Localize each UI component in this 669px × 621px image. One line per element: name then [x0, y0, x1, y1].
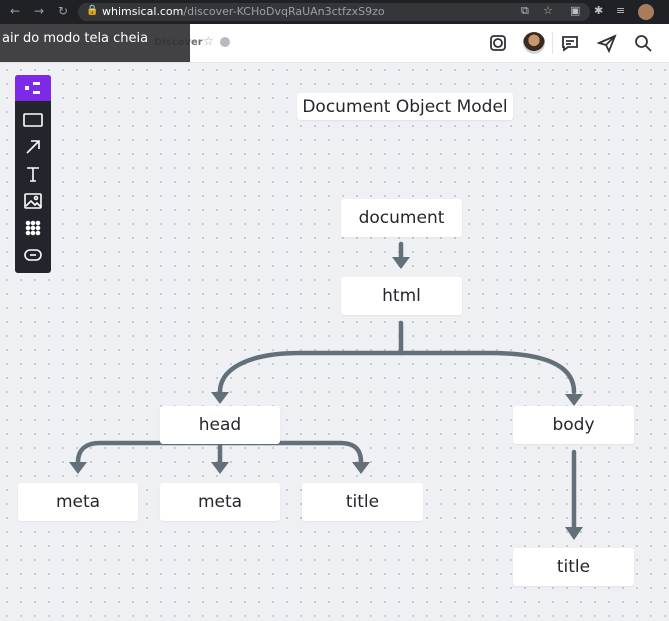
node-meta-1[interactable]: meta: [18, 483, 138, 521]
address-bar[interactable]: 🔒 whimsical.com/discover-KCHoDvqRaUAn3ct…: [78, 3, 590, 21]
comment-icon[interactable]: [557, 31, 583, 55]
text-icon[interactable]: [20, 163, 46, 185]
arrowhead: [392, 257, 410, 269]
sections-icon[interactable]: [15, 75, 51, 101]
browser-bar: ← → ↻ 🔒 whimsical.com/discover-KCHoDvqRa…: [0, 0, 669, 24]
forward-icon[interactable]: →: [34, 4, 45, 18]
search-icon[interactable]: [630, 31, 656, 55]
header-divider: [552, 32, 553, 54]
arrowhead: [565, 394, 583, 406]
share-page-icon[interactable]: ⧉: [521, 4, 529, 17]
link-icon[interactable]: [20, 244, 46, 266]
favorite-star-icon[interactable]: ☆: [203, 34, 214, 48]
diagram-title[interactable]: Document Object Model: [297, 93, 513, 120]
url-domain: whimsical.com: [102, 5, 184, 18]
arrowhead: [565, 527, 583, 540]
verified-icon: [220, 37, 230, 47]
rectangle-icon[interactable]: [20, 109, 46, 131]
reload-icon[interactable]: ↻: [58, 4, 69, 18]
avatar[interactable]: [523, 32, 545, 54]
share-icon[interactable]: [594, 31, 620, 55]
image-icon[interactable]: [20, 190, 46, 212]
url-path: /discover-KCHoDvqRaUAn3ctfzxS9zo: [183, 5, 385, 18]
arrowhead: [211, 462, 229, 474]
edge-html-head-body: [217, 350, 577, 395]
arrowhead: [352, 462, 370, 474]
media-icon[interactable]: ≡: [616, 4, 626, 17]
toolbar: [15, 75, 51, 273]
arrowhead: [69, 462, 87, 474]
extension-icon[interactable]: ▣: [570, 4, 581, 17]
back-icon[interactable]: ←: [10, 4, 21, 18]
lock-icon: 🔒: [86, 5, 99, 16]
bookmark-star-icon[interactable]: ☆: [543, 4, 553, 17]
url-text: whimsical.com/discover-KCHoDvqRaUAn3ctfz…: [102, 5, 385, 18]
node-title-body[interactable]: title: [513, 548, 634, 586]
node-document[interactable]: document: [341, 199, 462, 237]
node-body[interactable]: body: [513, 406, 634, 444]
arrow-icon[interactable]: [20, 136, 46, 158]
arrowhead: [211, 392, 229, 404]
node-html[interactable]: html: [341, 277, 462, 315]
node-title-head[interactable]: title: [302, 483, 423, 521]
puzzle-icon[interactable]: ✱: [594, 4, 604, 17]
node-head[interactable]: head: [160, 406, 280, 444]
board-canvas[interactable]: [0, 63, 669, 621]
grid-icon[interactable]: [20, 217, 46, 239]
fullscreen-toast: air do modo tela cheia: [0, 24, 190, 62]
node-meta-2[interactable]: meta: [160, 483, 280, 521]
globe-icon[interactable]: [485, 31, 511, 55]
profile-avatar[interactable]: [638, 4, 654, 20]
